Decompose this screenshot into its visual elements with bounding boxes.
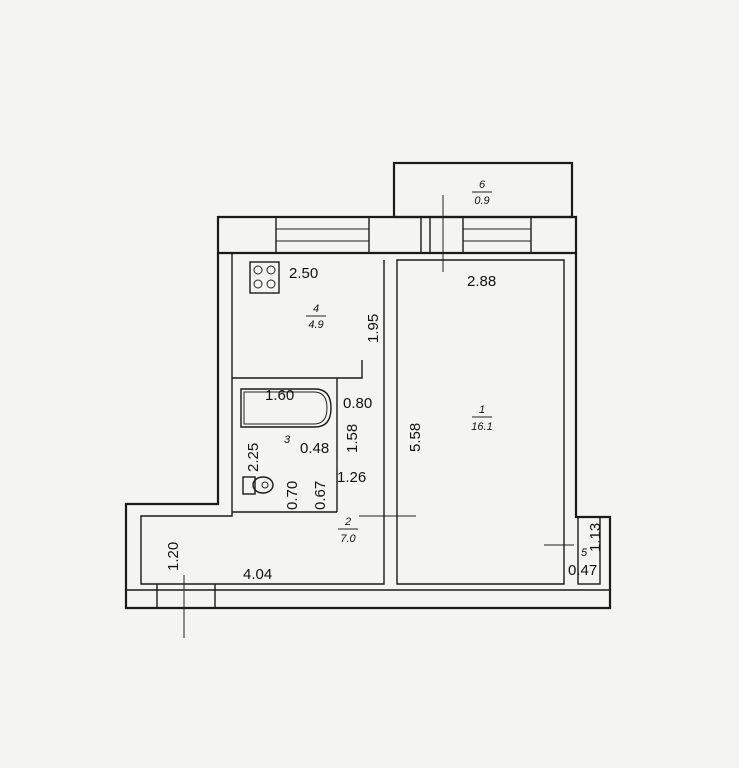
- dim-kitchen-depth: 1.95: [365, 314, 382, 343]
- dim-toilet-offset: 0.67: [312, 481, 329, 510]
- outer-wall: [216, 215, 578, 255]
- room-1-outline: [396, 259, 565, 585]
- inner-wall-outline: [140, 253, 385, 585]
- svg-text:4.9: 4.9: [308, 319, 323, 331]
- room-label-6: 6 0.9: [472, 179, 492, 207]
- dim-toilet-width: 0.70: [284, 481, 301, 510]
- svg-text:7.0: 7.0: [340, 533, 356, 545]
- dim-bath-depth: 2.25: [245, 443, 262, 472]
- dim-bath-width: 1.60: [265, 387, 294, 404]
- outer-wall-left: [124, 253, 612, 610]
- svg-text:3: 3: [284, 434, 291, 446]
- room-label-3: 3: [284, 434, 291, 446]
- room-label-4: 4 4.9: [306, 303, 326, 331]
- dim-bath-inner: 1.58: [344, 424, 361, 453]
- room-label-5: 5: [581, 547, 588, 559]
- room-label-1: 1 16.1: [471, 404, 492, 433]
- svg-text:6: 6: [479, 179, 486, 191]
- door-marks: [183, 458, 574, 638]
- dim-room-width: 2.88: [467, 273, 496, 290]
- dim-hall-length: 4.04: [243, 566, 272, 583]
- closet: [577, 516, 601, 585]
- svg-text:2: 2: [344, 516, 351, 528]
- dim-hall-inner: 1.26: [337, 469, 366, 486]
- toilet-icon: [242, 476, 274, 495]
- dim-bath-small: 0.48: [300, 440, 329, 457]
- dim-room-depth: 5.58: [407, 423, 424, 452]
- dim-bath-side: 0.80: [343, 395, 372, 412]
- dim-hall-height: 1.20: [165, 542, 182, 571]
- dim-closet-depth: 1.13: [587, 523, 604, 552]
- svg-text:1: 1: [479, 404, 485, 416]
- bathtub-icon: [240, 388, 332, 428]
- svg-text:16.1: 16.1: [471, 421, 492, 433]
- svg-text:4: 4: [313, 303, 319, 315]
- balcony-door: [420, 195, 444, 272]
- base-line: [126, 584, 610, 608]
- room-label-2: 2 7.0: [338, 516, 358, 545]
- stove-icon: [249, 261, 280, 294]
- svg-text:5: 5: [581, 547, 588, 559]
- dim-closet-width: 0.47: [568, 562, 597, 579]
- window-kitchen: [275, 216, 370, 254]
- svg-text:0.9: 0.9: [474, 195, 489, 207]
- kitchen-partition: [232, 360, 363, 513]
- window-room: [462, 216, 532, 254]
- dim-kitchen-width: 2.50: [289, 265, 318, 282]
